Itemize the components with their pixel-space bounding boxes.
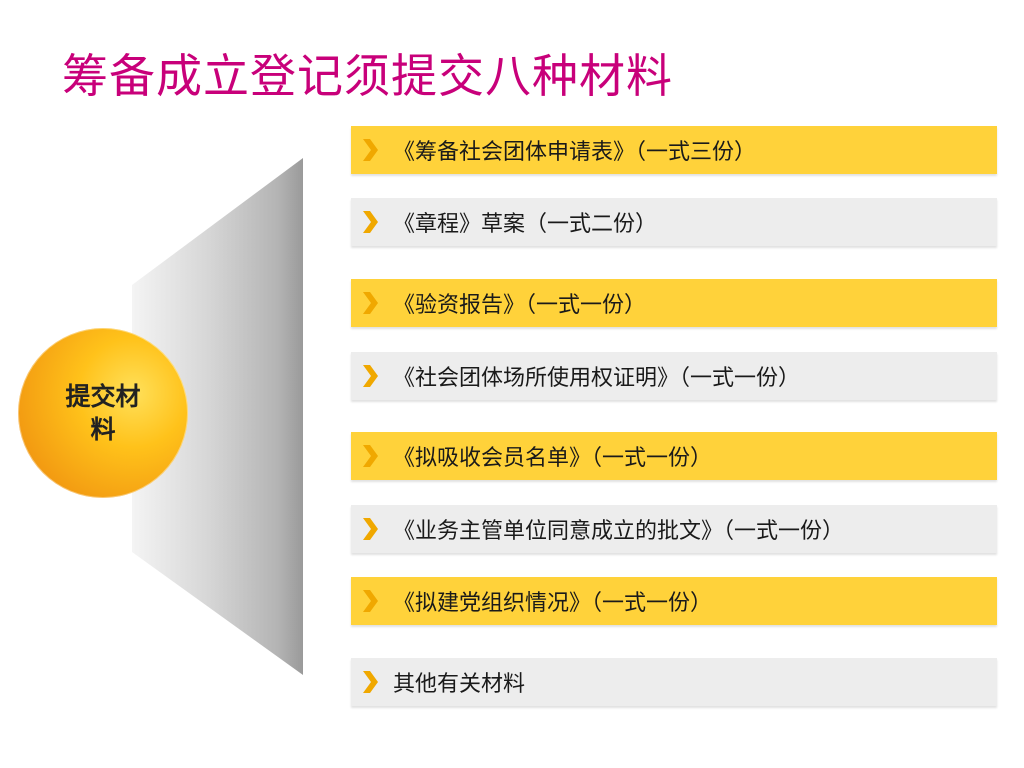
material-item-text: 《验资报告》（一式一份） — [393, 293, 647, 318]
chevron-right-icon — [363, 445, 378, 467]
center-circle: 提交材料 — [18, 328, 188, 498]
chevron-right-icon — [363, 365, 378, 387]
chevron-right-icon — [363, 671, 378, 693]
chevron-right-icon — [363, 590, 378, 612]
chevron-right-icon — [363, 139, 378, 161]
material-item-text: 《拟建党组织情况》（一式一份） — [393, 591, 713, 616]
chevron-right-icon — [363, 518, 378, 540]
material-item-8: 其他有关材料 — [351, 658, 997, 706]
material-item-text: 《拟吸收会员名单》（一式一份） — [393, 446, 713, 471]
material-item-1: 《筹备社会团体申请表》（一式三份） — [351, 126, 997, 174]
material-item-text: 《筹备社会团体申请表》（一式三份） — [393, 140, 757, 165]
material-item-text: 《章程》草案（一式二份） — [393, 212, 658, 237]
funnel-shape — [132, 158, 303, 675]
material-item-2: 《章程》草案（一式二份） — [351, 198, 997, 246]
chevron-right-icon — [363, 211, 378, 233]
material-item-6: 《业务主管单位同意成立的批文》（一式一份） — [351, 505, 997, 553]
material-item-4: 《社会团体场所使用权证明》（一式一份） — [351, 352, 997, 400]
material-item-7: 《拟建党组织情况》（一式一份） — [351, 577, 997, 625]
center-label: 提交材料 — [65, 382, 141, 444]
material-item-text: 《业务主管单位同意成立的批文》（一式一份） — [393, 519, 845, 544]
material-item-5: 《拟吸收会员名单》（一式一份） — [351, 432, 997, 480]
material-item-text: 其他有关材料 — [393, 672, 526, 697]
material-item-3: 《验资报告》（一式一份） — [351, 279, 997, 327]
page-title: 筹备成立登记须提交八种材料 — [62, 49, 673, 103]
chevron-right-icon — [363, 292, 378, 314]
material-item-text: 《社会团体场所使用权证明》（一式一份） — [393, 366, 801, 391]
